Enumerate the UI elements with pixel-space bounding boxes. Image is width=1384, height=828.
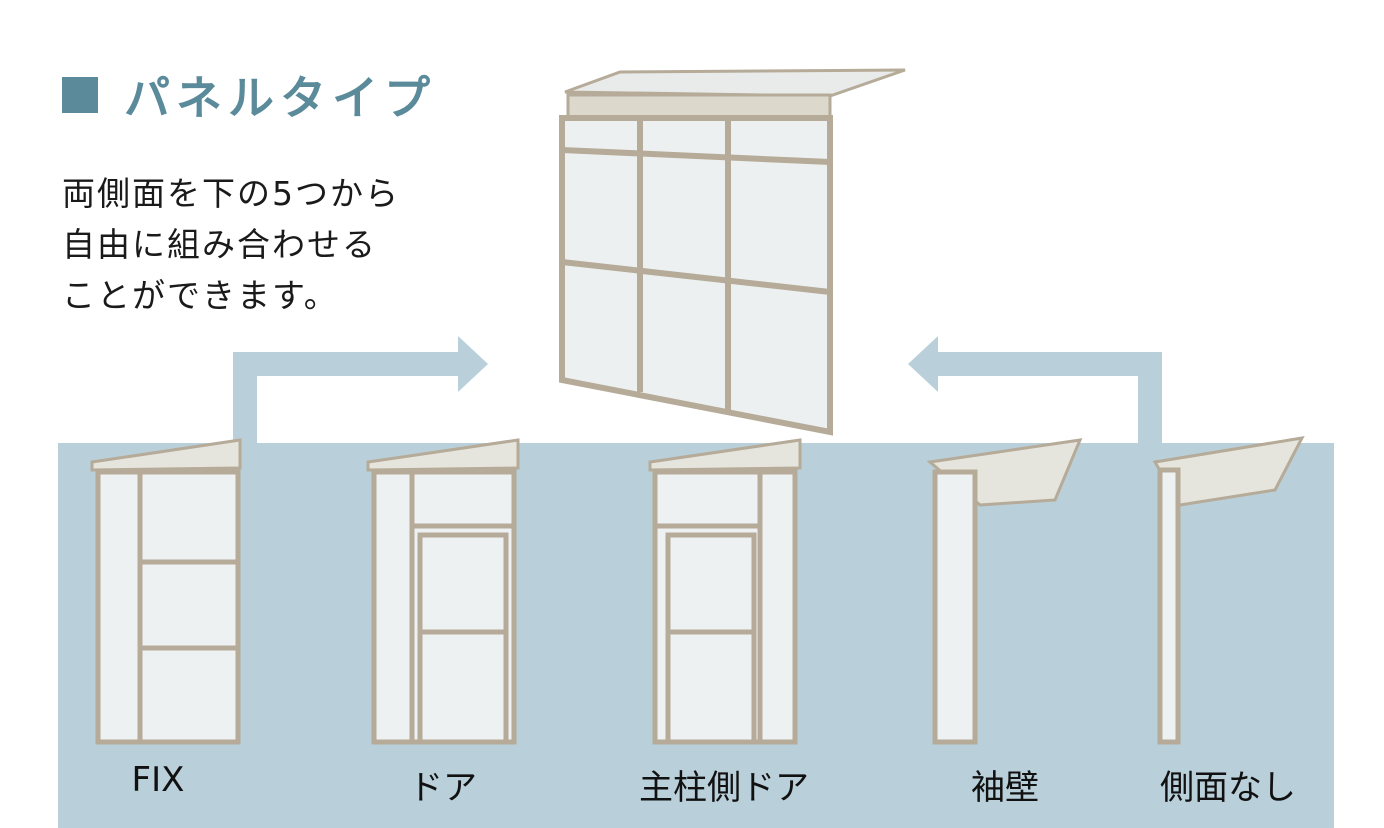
label-pillar-side-door: 主柱側ドア: [639, 768, 809, 808]
main-shelter-image: [559, 68, 906, 436]
description-line: 両側面を下の5つから: [62, 174, 400, 213]
description-line: ことができます。: [62, 276, 339, 315]
door-panel-image: [366, 438, 520, 745]
label-fix: FIX: [131, 760, 185, 800]
right-arrow-icon: [908, 336, 1162, 444]
heading-text: パネルタイプ: [124, 71, 436, 125]
description-line: 自由に組み合わせる: [62, 225, 377, 264]
no-side-panel-image: [1152, 436, 1305, 745]
wing-wall-panel-image: [926, 438, 1083, 745]
fix-panel-image: [90, 438, 242, 745]
pillar-side-door-panel-image: [648, 438, 802, 745]
description: 両側面を下の5つから 自由に組み合わせる ことができます。: [62, 168, 400, 321]
left-arrow-icon: [233, 336, 488, 444]
label-wing-wall: 袖壁: [971, 768, 1039, 808]
label-door: ドア: [409, 768, 477, 808]
square-bullet-icon: [62, 77, 98, 113]
label-no-side: 側面なし: [1160, 768, 1296, 808]
section-heading: パネルタイプ: [62, 62, 436, 128]
